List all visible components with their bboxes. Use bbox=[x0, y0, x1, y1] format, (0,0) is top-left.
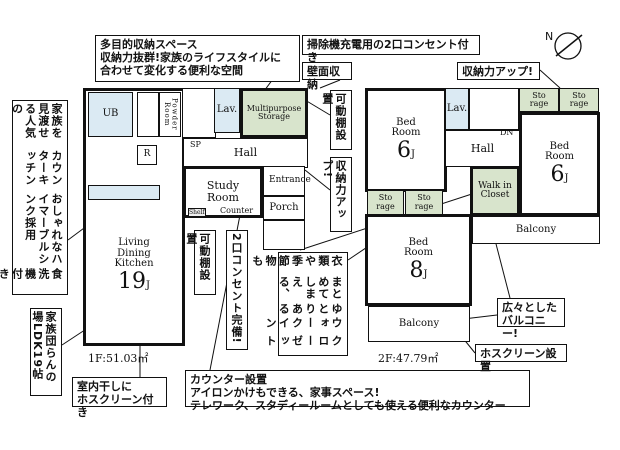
room-porch: Porch bbox=[263, 196, 305, 220]
room-laundry bbox=[137, 92, 159, 137]
floor1-area: 1F:51.03㎡ bbox=[88, 352, 149, 365]
callout-outlet-1f: 2口コンセント完備! bbox=[226, 230, 248, 350]
callout-storage-up-side: 収納力アップ! bbox=[321, 157, 352, 232]
callout-multipurpose: 多目的収納スペース 収納力抜群!家族のライフスタイルに 合わせて変化する便利な空… bbox=[95, 35, 300, 82]
balcony-right: Balcony bbox=[472, 216, 600, 244]
counter-label: Counter bbox=[220, 206, 254, 215]
callout-counter: カウンター設置 アイロンかけもできる、家事スペース! テレワーク、スタディールー… bbox=[185, 370, 530, 412]
storage-top-1: Sto rage bbox=[519, 88, 559, 112]
callout-kitchen: 家族を見渡せる人気のカウンターキッチンおしゃれなハイマーブルシンク採用食洗機付き bbox=[0, 100, 68, 295]
bed-right-size: 6J bbox=[550, 161, 569, 187]
callout-vacuum-outlet: 掃除機充電用の2口コンセント付き bbox=[302, 35, 480, 64]
storage-bottom-2: Sto rage bbox=[405, 190, 443, 215]
room-hall-1f: Hall bbox=[183, 138, 308, 168]
dn-label: DN bbox=[500, 128, 514, 137]
room-hall-2f: Hall bbox=[445, 130, 520, 167]
floor2-area: 2F:47.79㎡ bbox=[378, 352, 439, 365]
callout-movable-shelf-1f: 可動棚設置 bbox=[185, 230, 216, 295]
room-ub: UB bbox=[88, 92, 133, 137]
room-bed-right: Bed Room 6J bbox=[519, 112, 600, 216]
storage-top-2: Sto rage bbox=[559, 88, 599, 112]
room-powder: Powder Room bbox=[159, 92, 181, 137]
room-bed-left: Bed Room 6J bbox=[365, 88, 447, 192]
room-multipurpose-storage: Multipurpose Storage bbox=[240, 88, 308, 138]
shelf-label: Shelf bbox=[188, 208, 206, 217]
storage-bottom-1: Sto rage bbox=[367, 190, 404, 215]
stairs-2f bbox=[469, 88, 519, 130]
refrigerator: R bbox=[137, 145, 157, 165]
room-bed-bottom: Bed Room 8J bbox=[365, 214, 472, 306]
callout-indoor-drying: 室内干しに ホスクリーン付き bbox=[72, 377, 167, 419]
stairs-1f bbox=[182, 88, 216, 138]
ldk-size: 19J bbox=[117, 268, 150, 294]
room-entrance: Entrance bbox=[263, 166, 311, 196]
svg-text:N: N bbox=[545, 30, 553, 43]
stairs-outside bbox=[263, 220, 305, 250]
room-lav-1f: Lav. bbox=[214, 88, 240, 133]
balcony-bottom: Balcony bbox=[368, 306, 470, 342]
callout-walk-in-closet: 衣類や季節物もまとめてしまえる、ゆとりあるウォークインクローゼット bbox=[251, 252, 348, 356]
sp-label: SP bbox=[190, 140, 201, 149]
callout-spacious-balcony: 広々とした バルコニー! bbox=[497, 298, 565, 340]
callout-storage-up-top: 収納力アップ! bbox=[457, 62, 540, 80]
bed-left-size: 6J bbox=[396, 137, 415, 163]
room-lav-2f: Lav. bbox=[445, 88, 469, 130]
ldk-label: Living Dining Kitchen bbox=[114, 237, 154, 270]
bed-bottom-size: 8J bbox=[409, 257, 428, 283]
room-walk-in-closet: Walk in Closet bbox=[470, 166, 520, 216]
north-arrow-icon: N bbox=[545, 30, 583, 60]
callout-ldk-family: 家族団らんの場LDK19帖 bbox=[30, 308, 62, 396]
callout-movable-shelf-2f: 可動棚設置 bbox=[321, 90, 352, 150]
callout-hoscreen: ホスクリーン設置 bbox=[475, 344, 567, 373]
kitchen-counter bbox=[88, 185, 160, 200]
callout-wall-storage: 壁面収納 bbox=[302, 62, 352, 91]
